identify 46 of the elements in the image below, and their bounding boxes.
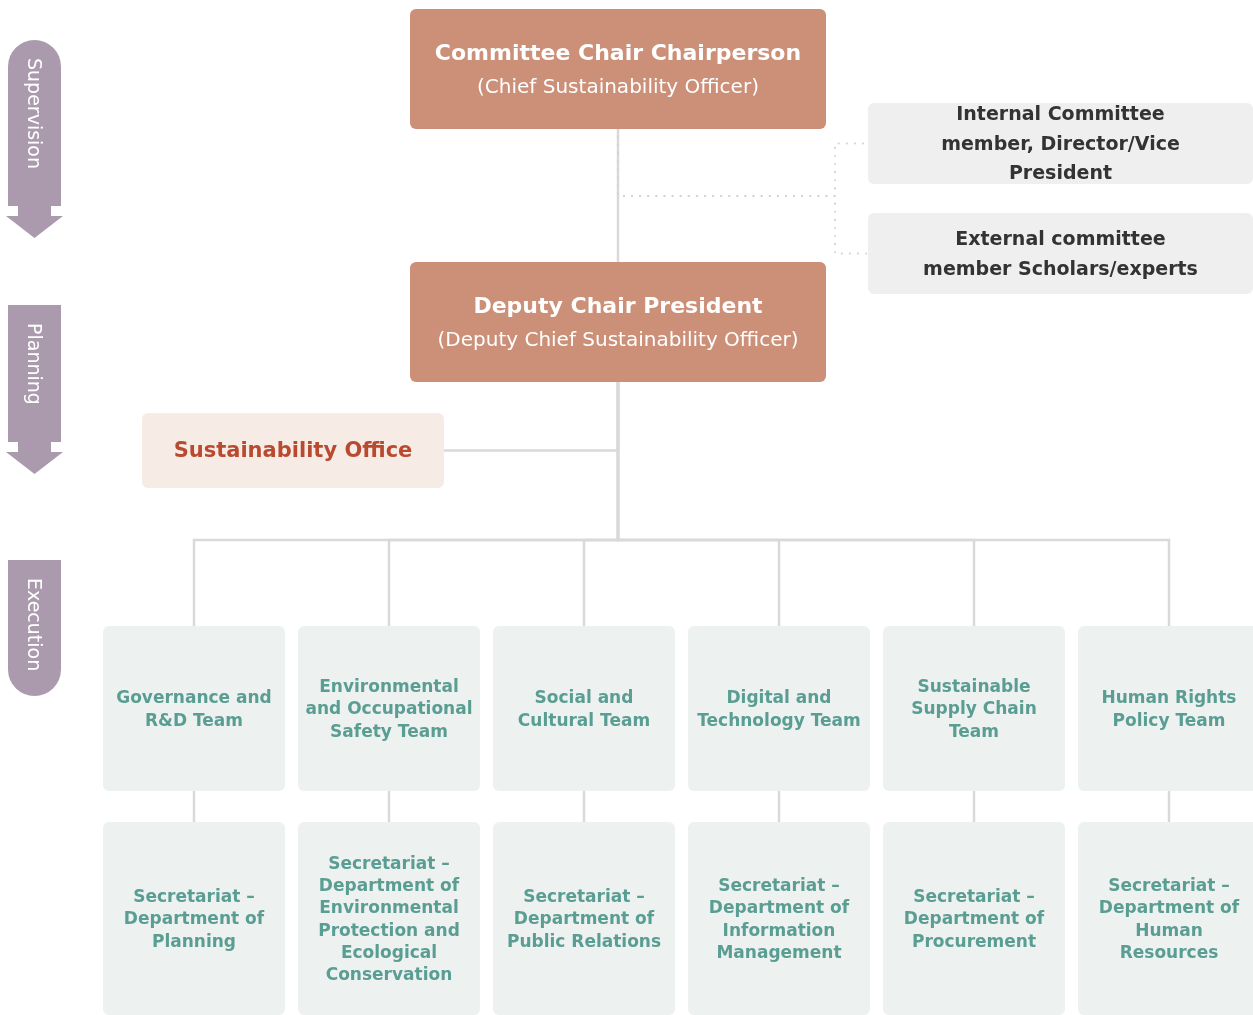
connector-line — [192, 791, 196, 822]
role-subtitle: (Deputy Chief Sustainability Officer) — [437, 325, 799, 353]
team-label: Sustainable Supply Chain Team — [910, 675, 1038, 742]
connector-line — [1167, 791, 1171, 822]
team-box — [688, 822, 870, 1015]
office-box — [142, 413, 444, 488]
team-label: Human Rights Policy Team — [1100, 686, 1238, 731]
connector-line — [582, 791, 586, 822]
team-box — [298, 626, 480, 791]
phase-label: Execution — [23, 578, 48, 672]
team-label: Digital and Technology Team — [696, 686, 862, 731]
team-label: Secretariat – Department of Public Relations — [505, 885, 663, 952]
role-title: Deputy Chair President — [473, 292, 763, 321]
role-box — [410, 262, 826, 382]
connector-line — [972, 791, 976, 822]
role-box — [410, 9, 826, 129]
dotted-connector — [617, 128, 869, 255]
team-label: Secretariat – Department of Information Management — [707, 874, 851, 963]
team-box — [688, 626, 870, 791]
phase-label: Planning — [23, 323, 48, 405]
member-label: Internal Committee member, Director/Vice President — [940, 101, 1181, 186]
office-label: Sustainability Office — [173, 437, 413, 465]
team-box — [1078, 822, 1253, 1015]
team-box — [883, 822, 1065, 1015]
team-box — [1078, 626, 1253, 791]
connector-line — [387, 791, 391, 822]
member-label: External committee member Scholars/experts — [922, 226, 1199, 281]
team-label: Secretariat – Department of Environmental Protection and Ecological Conservation — [317, 852, 461, 985]
team-box — [103, 822, 285, 1015]
role-title: Committee Chair Chairperson — [434, 39, 802, 68]
phase-label: Supervision — [23, 58, 48, 170]
team-label: Secretariat – Department of Planning — [122, 885, 266, 952]
connector-line — [777, 791, 781, 822]
team-label: Secretariat – Department of Human Resources — [1097, 874, 1241, 963]
member-box — [868, 213, 1253, 294]
team-box — [883, 626, 1065, 791]
role-subtitle: (Chief Sustainability Officer) — [477, 72, 759, 100]
team-label: Secretariat – Department of Procurement — [902, 885, 1046, 952]
connector-line — [616, 129, 620, 262]
team-box — [103, 626, 285, 791]
team-box — [298, 822, 480, 1015]
team-box — [493, 822, 675, 1015]
team-label: Environmental and Occupational Safety Team — [304, 675, 474, 742]
team-box — [493, 626, 675, 791]
team-label: Governance and R&D Team — [115, 686, 273, 731]
team-label: Social and Cultural Team — [516, 686, 652, 731]
